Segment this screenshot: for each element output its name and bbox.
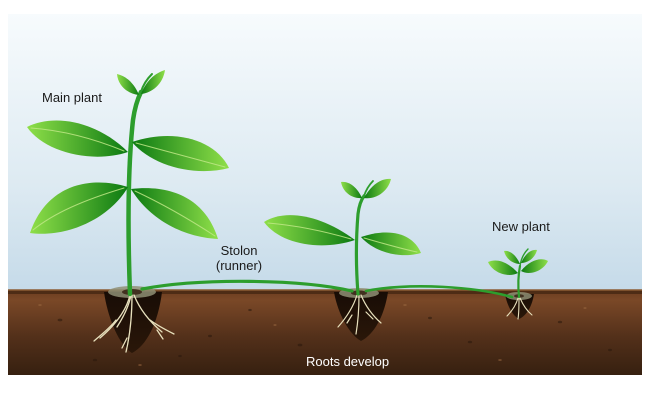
label-roots-develop: Roots develop — [306, 354, 390, 369]
label-stolon-line1: Stolon — [220, 243, 258, 258]
stolon-runner — [140, 279, 514, 299]
sky-background — [8, 14, 642, 300]
soil-speckles — [57, 308, 612, 362]
middle-plant — [264, 178, 421, 296]
label-stolon: Stolon (runner) — [196, 243, 282, 273]
root-pockets — [104, 292, 534, 353]
soil-speckles-light — [38, 304, 587, 366]
label-main-plant: Main plant — [42, 90, 102, 105]
main-plant — [27, 70, 229, 297]
new-plant-roots — [506, 297, 533, 320]
main-plant-roots — [93, 294, 175, 353]
new-plant — [488, 248, 548, 299]
label-stolon-line2: (runner) — [215, 258, 263, 273]
middle-plant-roots — [337, 294, 382, 335]
label-new-plant: New plant — [492, 219, 550, 234]
